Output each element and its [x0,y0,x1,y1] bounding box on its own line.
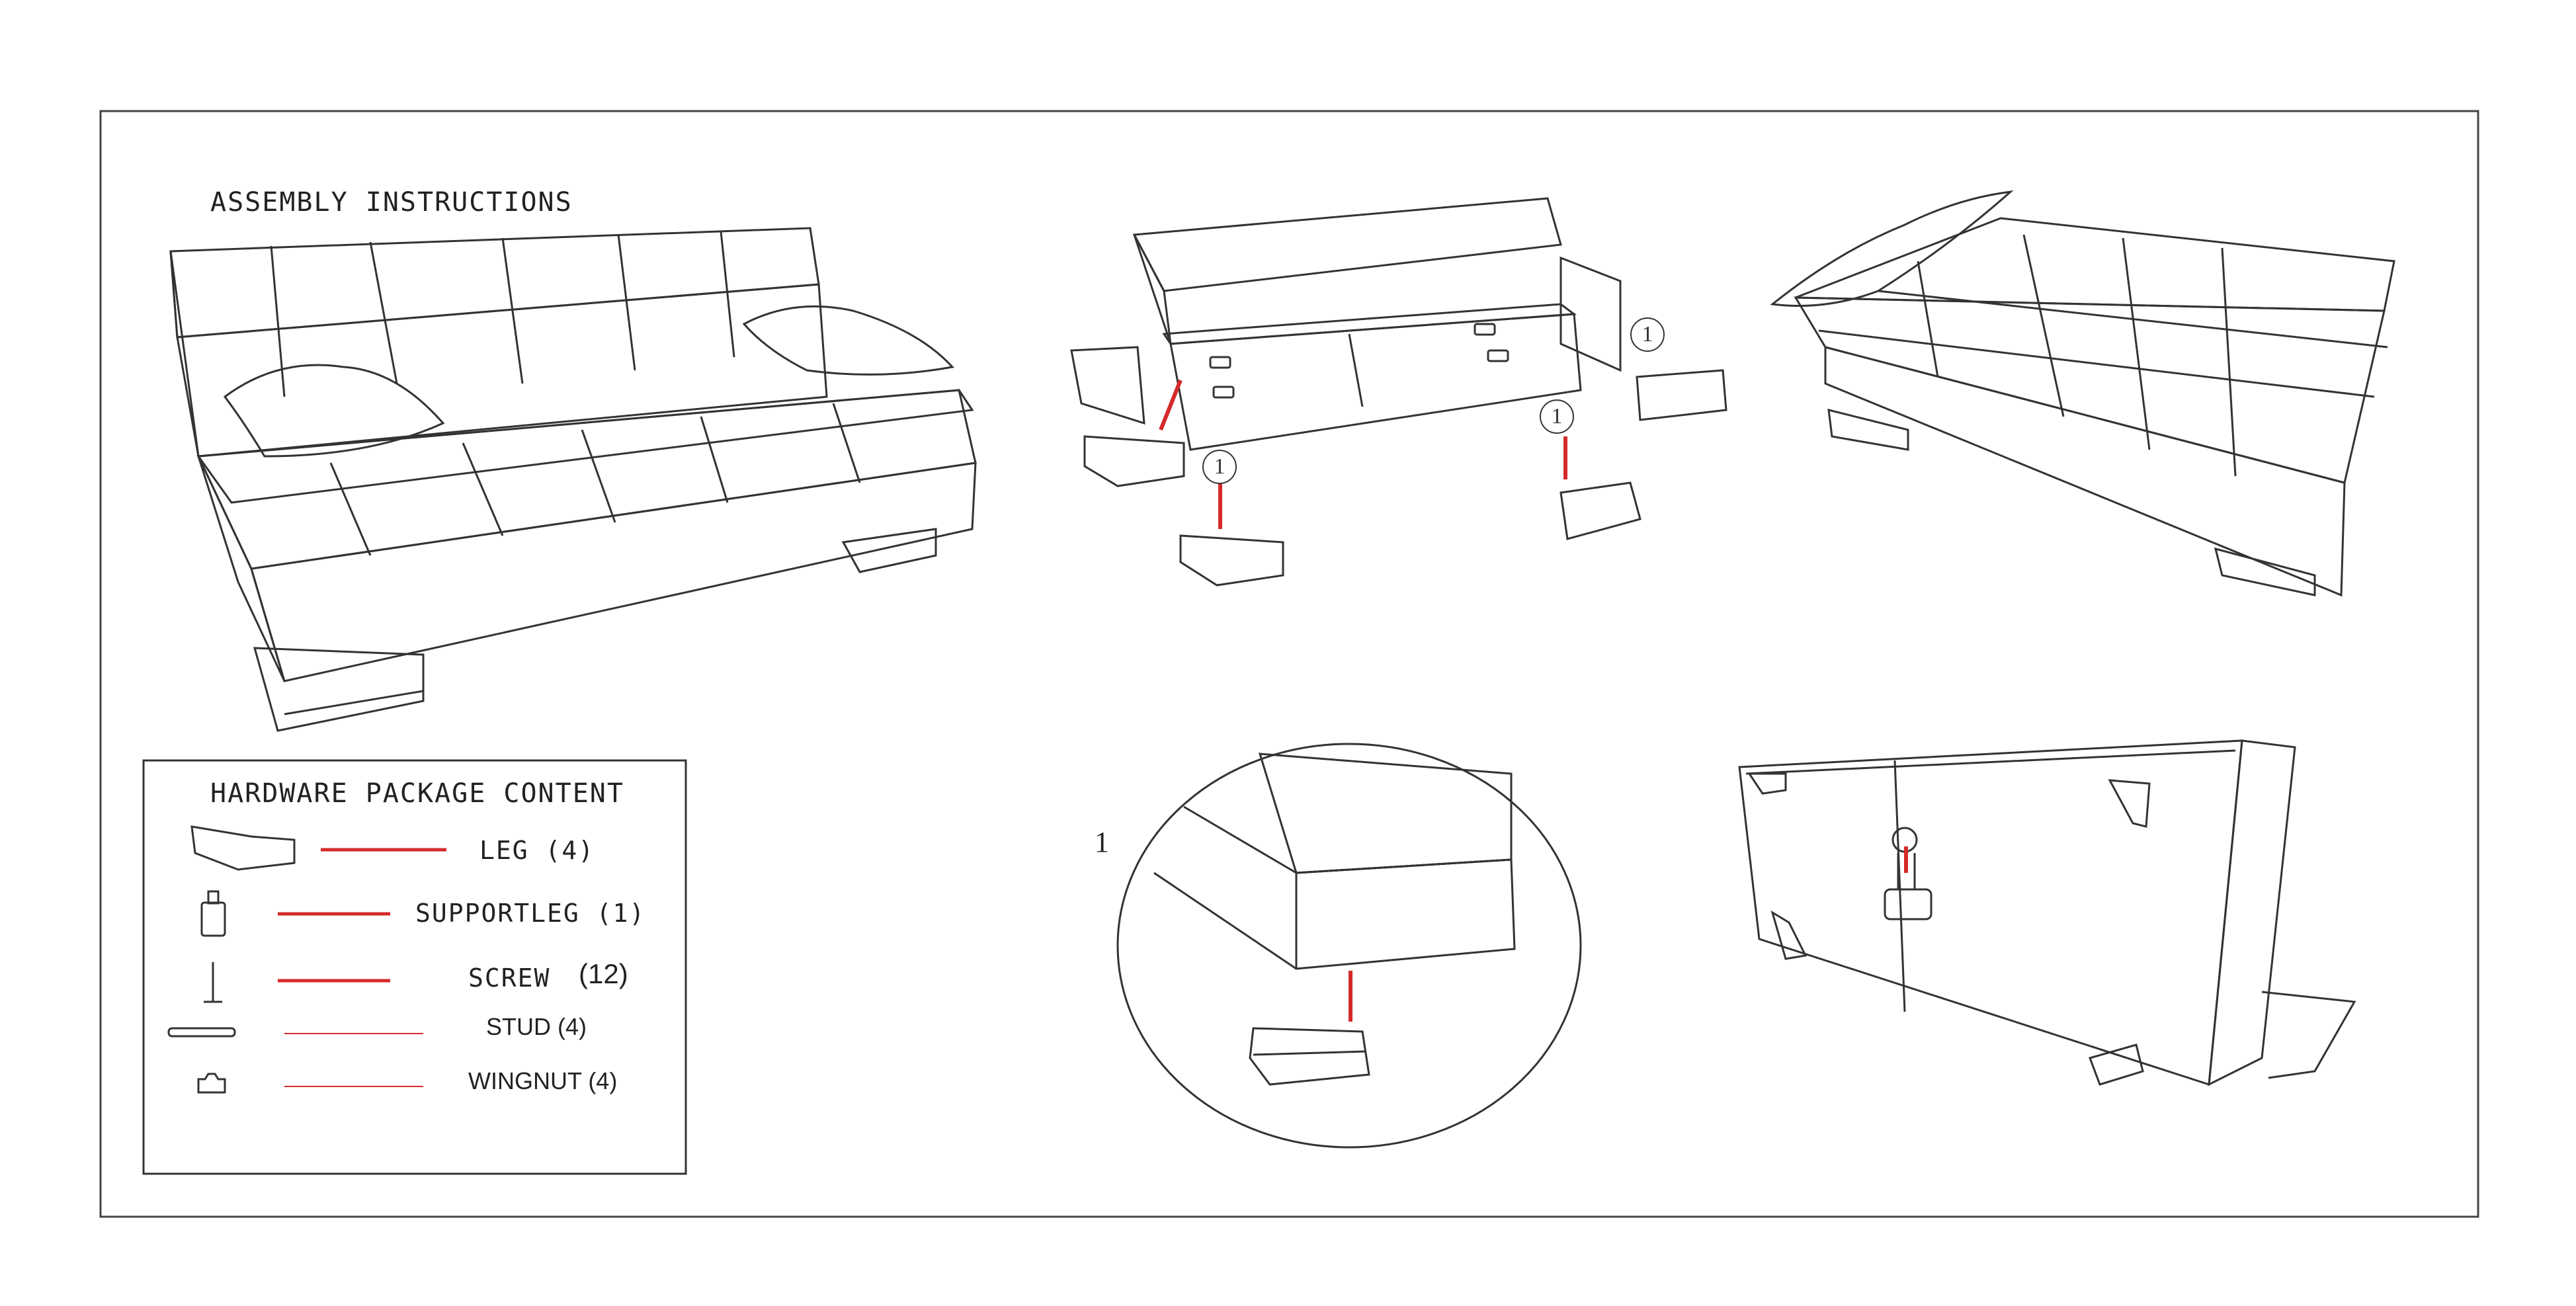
stud-icon [167,1027,236,1038]
hardware-item-leg: LEG (4) [479,836,595,865]
support-leg-icon [200,890,226,937]
exploded-storage-illustration [1070,197,1727,587]
hardware-lines [278,848,446,1087]
underside-illustration [1738,739,2356,1086]
detail-callout-label: 1 [1095,826,1109,858]
hardware-box [142,759,687,1175]
leg-detail-illustration [1116,743,1582,1149]
page-title: ASSEMBLY INSTRUCTIONS [210,187,573,218]
hardware-icons [167,825,296,1094]
hardware-item-supportleg: SUPPORTLEG (1) [415,899,646,928]
wingnut-icon [197,1073,226,1094]
hardware-item-stud: STUD (4) [486,1013,587,1040]
hardware-heading: HARDWARE PACKAGE CONTENT [210,778,624,809]
hardware-item-screw-count: (12) [579,958,628,989]
outer-frame [99,110,2479,1218]
screw-icon [204,962,222,1003]
step-callout-left: 1 [1202,450,1237,484]
step-callout-right: 1 [1630,317,1665,352]
hardware-item-screw: SCREW [468,963,551,993]
step-arrows [1159,379,1567,529]
sofa-assembled-illustration [169,227,977,732]
hardware-item-wingnut: WINGNUT (4) [468,1067,618,1094]
leg-icon [190,825,296,871]
step-callout-center: 1 [1540,399,1574,434]
sofa-bed-flat-illustration [1770,190,2395,597]
